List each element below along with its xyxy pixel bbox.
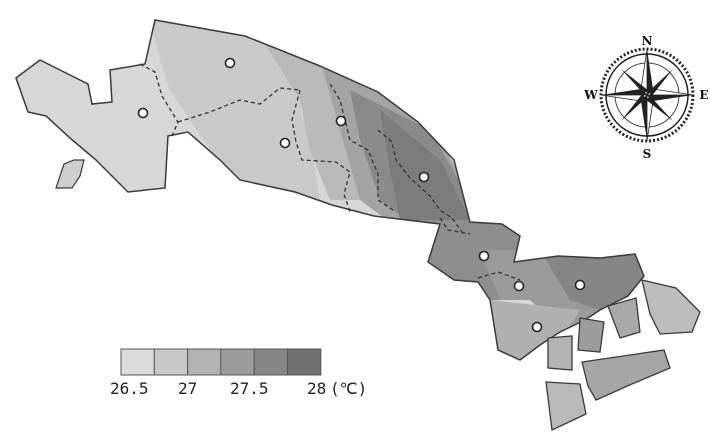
compass-south-label: S <box>643 147 652 161</box>
legend-tick-label: 26.5 <box>110 379 149 398</box>
compass-east-label: E <box>699 88 708 102</box>
station-marker <box>478 250 490 262</box>
temperature-legend: 26.5 27 27.5 28 (℃) <box>110 348 367 398</box>
legend-swatch <box>120 348 155 376</box>
island-region <box>55 159 85 189</box>
station-marker <box>574 279 586 291</box>
legend-tick-label: 27.5 <box>230 379 269 398</box>
legend-swatch <box>253 348 288 376</box>
legend-swatch <box>153 348 189 376</box>
station-marker <box>335 115 347 127</box>
compass-rose: N S E W <box>583 34 708 161</box>
station-marker <box>531 321 543 333</box>
block-6 <box>545 381 587 431</box>
station-markers <box>137 57 586 333</box>
southeast-blocks <box>545 279 701 431</box>
district-boundaries <box>139 63 521 281</box>
station-marker <box>279 137 291 149</box>
block-1 <box>641 279 701 335</box>
legend-swatch <box>187 348 222 376</box>
compass-west-label: W <box>583 88 598 102</box>
legend-tick-label: 27 <box>178 379 197 398</box>
station-marker <box>418 171 430 183</box>
compass-north-label: N <box>642 34 653 48</box>
legend-unit-label: (℃) <box>330 379 367 398</box>
block-2 <box>607 297 641 339</box>
legend-swatch <box>220 348 255 376</box>
station-marker <box>224 57 236 69</box>
legend-tick-label: 28 <box>307 379 326 398</box>
station-marker <box>137 107 149 119</box>
block-4 <box>547 335 573 371</box>
block-3 <box>577 317 605 353</box>
station-marker <box>513 280 525 292</box>
block-5 <box>581 349 671 401</box>
land-outline <box>15 19 645 361</box>
legend-swatch <box>287 348 322 376</box>
